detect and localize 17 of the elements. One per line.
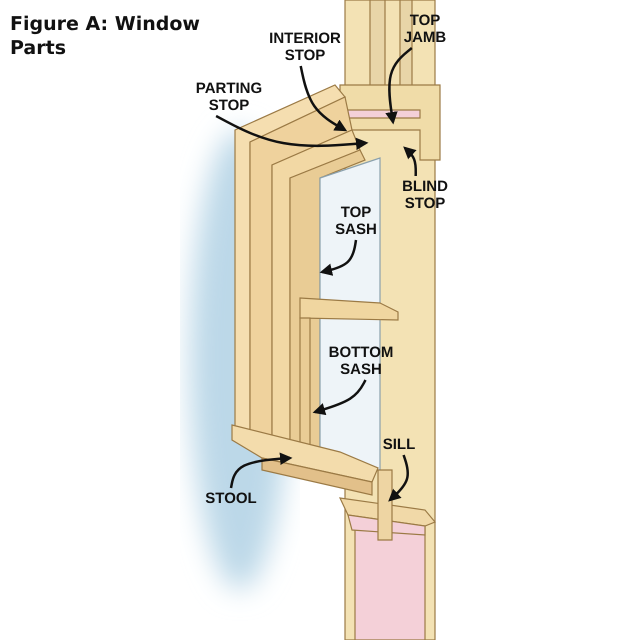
part-label: BLIND STOP — [394, 178, 456, 212]
leader-arrow — [388, 454, 410, 502]
part-label: PARTING STOP — [186, 80, 272, 114]
leader-arrow — [320, 240, 358, 276]
leader-arrow — [230, 452, 292, 488]
leader-arrow — [216, 114, 368, 150]
figure-title: Figure A: Window Parts — [10, 12, 201, 60]
part-label: INTERIOR STOP — [262, 30, 348, 64]
part-label: SILL — [376, 436, 422, 453]
part-label: TOP JAMB — [392, 12, 458, 46]
leader-arrow — [403, 146, 418, 176]
leader-arrow — [299, 66, 348, 132]
part-label: TOP SASH — [330, 204, 382, 238]
part-label: STOOL — [198, 490, 264, 507]
part-label: BOTTOM SASH — [316, 344, 406, 378]
leader-arrow — [385, 47, 413, 124]
leader-arrow — [312, 379, 367, 416]
